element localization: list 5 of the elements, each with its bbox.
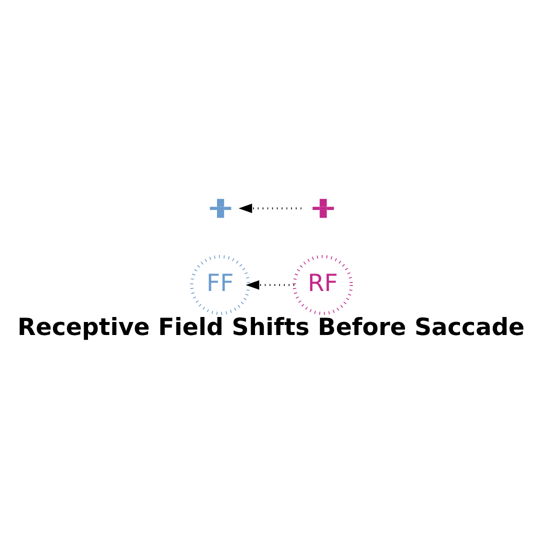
arrow	[246, 280, 294, 290]
arrow	[238, 204, 302, 214]
diagram-title: Receptive Field Shifts Before Saccade	[18, 312, 525, 341]
node-circle: FF	[190, 254, 250, 316]
node-circle: RF	[292, 254, 353, 316]
